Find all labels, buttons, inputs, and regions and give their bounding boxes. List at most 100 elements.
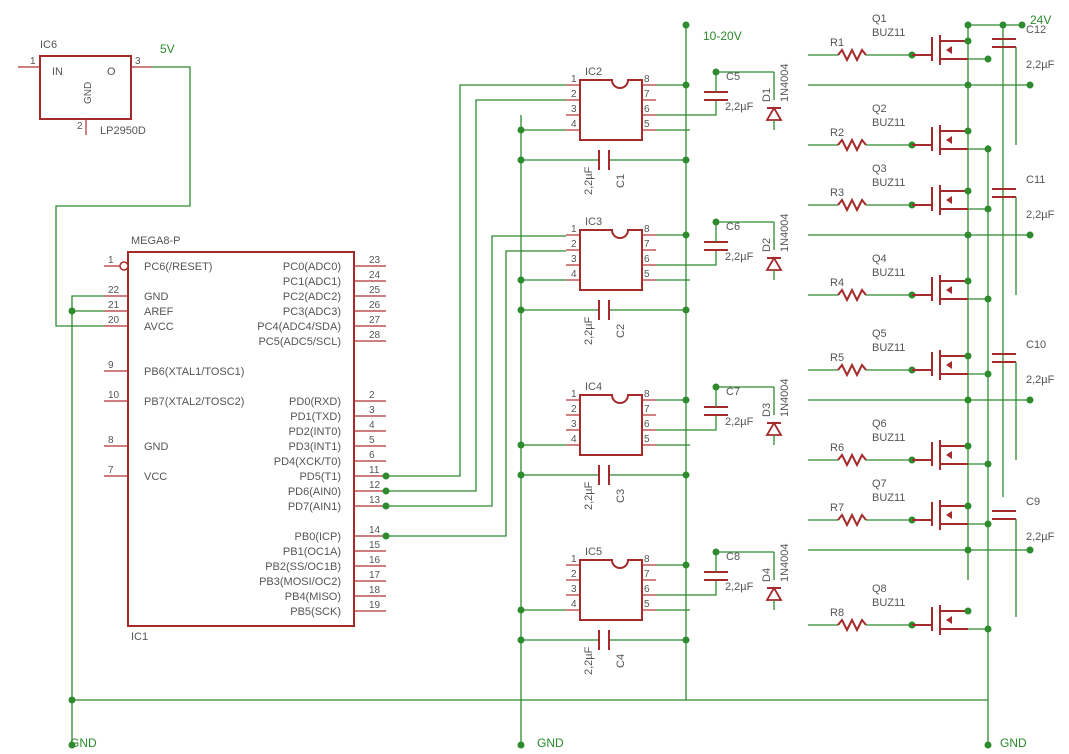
driver-pin-number: 2	[571, 404, 577, 415]
driver-ic-name: IC2	[585, 66, 602, 78]
junction	[984, 520, 992, 528]
ic1-pin-number: 24	[369, 270, 381, 281]
capacitor-value: 2,2µF	[725, 581, 754, 593]
junction	[964, 442, 972, 450]
mosfet-type: BUZ11	[872, 117, 905, 129]
junction	[984, 295, 992, 303]
driver-pin-number: 3	[571, 254, 577, 265]
junction	[682, 471, 690, 479]
junction	[964, 187, 972, 195]
ic1-pin-name: PB1(OC1A)	[283, 546, 341, 558]
mosfet-arrow	[946, 46, 952, 54]
ic1-pin-name: VCC	[144, 471, 167, 483]
wire-mcu-gnd	[71, 295, 104, 745]
capacitor-name: C2	[615, 324, 627, 338]
ic1-pin-number: 22	[108, 285, 120, 296]
capacitor-name: C9	[1026, 496, 1040, 508]
ic1-pin-number: 21	[108, 300, 120, 311]
resistor-name: R1	[830, 37, 844, 49]
driver-pin-number: 7	[644, 404, 650, 415]
wire-5v	[55, 66, 191, 327]
resistor-name: R3	[830, 187, 844, 199]
capacitor-value: 2,2µF	[583, 481, 595, 510]
junction	[964, 396, 972, 404]
resistor-name: R7	[830, 502, 844, 514]
junction	[712, 548, 720, 556]
junction	[682, 21, 690, 29]
mosfet-name: Q6	[872, 418, 887, 430]
ic1-pin-number: 23	[369, 255, 381, 266]
diode-name: D4	[761, 568, 773, 582]
wire-bootstrap	[656, 580, 717, 596]
ic1-left-pins: 1PC6(/RESET)22GND21AREF20AVCC9PB6(XTAL1/…	[104, 255, 244, 483]
driver-pin-number: 3	[571, 419, 577, 430]
capacitor-value: 2,2µF	[725, 101, 754, 113]
junction	[517, 306, 525, 314]
ic1-value: MEGA8-P	[131, 235, 181, 247]
diode-value: 1N4004	[779, 378, 791, 417]
driver-pin-number: 6	[644, 254, 650, 265]
junction	[1026, 81, 1034, 89]
mosfet-arrow	[946, 286, 952, 294]
junction	[984, 625, 992, 633]
ic1-pin-name: PD0(RXD)	[289, 396, 341, 408]
ic6-pin-gnd-label: GND	[83, 82, 94, 104]
mosfet-name: Q5	[872, 328, 887, 340]
junction	[682, 396, 690, 404]
driver-pin-number: 4	[571, 434, 577, 445]
resistor-name: R6	[830, 442, 844, 454]
mosfet-type: BUZ11	[872, 27, 905, 39]
ic1-pin-name: PD3(INT1)	[288, 441, 341, 453]
capacitor-value: 2,2µF	[583, 646, 595, 675]
mosfet-type: BUZ11	[872, 342, 905, 354]
resistor-name: R8	[830, 607, 844, 619]
resistor-name: R2	[830, 127, 844, 139]
capacitor-name: C6	[726, 221, 740, 233]
ic1-pin-name: AREF	[144, 306, 174, 318]
driver-pin-number: 3	[571, 104, 577, 115]
junction	[1026, 231, 1034, 239]
ic1-pin-name: PD5(T1)	[299, 471, 341, 483]
mosfet-name: Q4	[872, 253, 887, 265]
driver-pin-number: 8	[644, 74, 650, 85]
junction	[964, 81, 972, 89]
driver-pin-number: 6	[644, 419, 650, 430]
ic1-pin-name: PD4(XCK/T0)	[274, 456, 341, 468]
driver-pin-number: 4	[571, 599, 577, 610]
ic6-pin2-num: 2	[77, 121, 83, 132]
mcu-wiring	[55, 21, 1026, 745]
ic1-pin-name: PC2(ADC2)	[283, 291, 341, 303]
microcontroller-ic1: MEGA8-P IC1 1PC6(/RESET)22GND21AREF20AVC…	[104, 235, 386, 643]
capacitor-value: 2,2µF	[583, 166, 595, 195]
junction	[964, 231, 972, 239]
diode-body	[765, 106, 783, 121]
junction	[964, 502, 972, 510]
junction	[984, 55, 992, 63]
ic1-pin-name: PB4(MISO)	[285, 591, 341, 603]
mosfet-type: BUZ11	[872, 432, 905, 444]
junction	[682, 81, 690, 89]
junction	[712, 383, 720, 391]
wire-pd6	[386, 99, 566, 492]
gnd-terminal	[984, 741, 992, 749]
driver-pin-number: 6	[644, 584, 650, 595]
junction	[964, 277, 972, 285]
diode-name: D2	[761, 238, 773, 252]
junction	[517, 471, 525, 479]
ic1-pin-name: PB7(XTAL2/TOSC2)	[144, 396, 244, 408]
reset-inversion-bubble	[119, 261, 129, 271]
mosfet-name: Q2	[872, 103, 887, 115]
capacitor-value: 2,2µF	[1026, 531, 1055, 543]
mosfet-arrow	[946, 451, 952, 459]
junction	[964, 127, 972, 135]
ic1-pin-name: PC6(/RESET)	[144, 261, 212, 273]
ic1-right-pins: 23PC0(ADC0)24PC1(ADC1)25PC2(ADC2)26PC3(A…	[257, 255, 386, 618]
ic1-pin-name: PB2(SS/OC1B)	[265, 561, 341, 573]
ic1-pin-number: 12	[369, 480, 381, 491]
gnd-terminal	[68, 741, 76, 749]
driver-pin-number: 2	[571, 569, 577, 580]
capacitor-value: 2,2µF	[725, 416, 754, 428]
